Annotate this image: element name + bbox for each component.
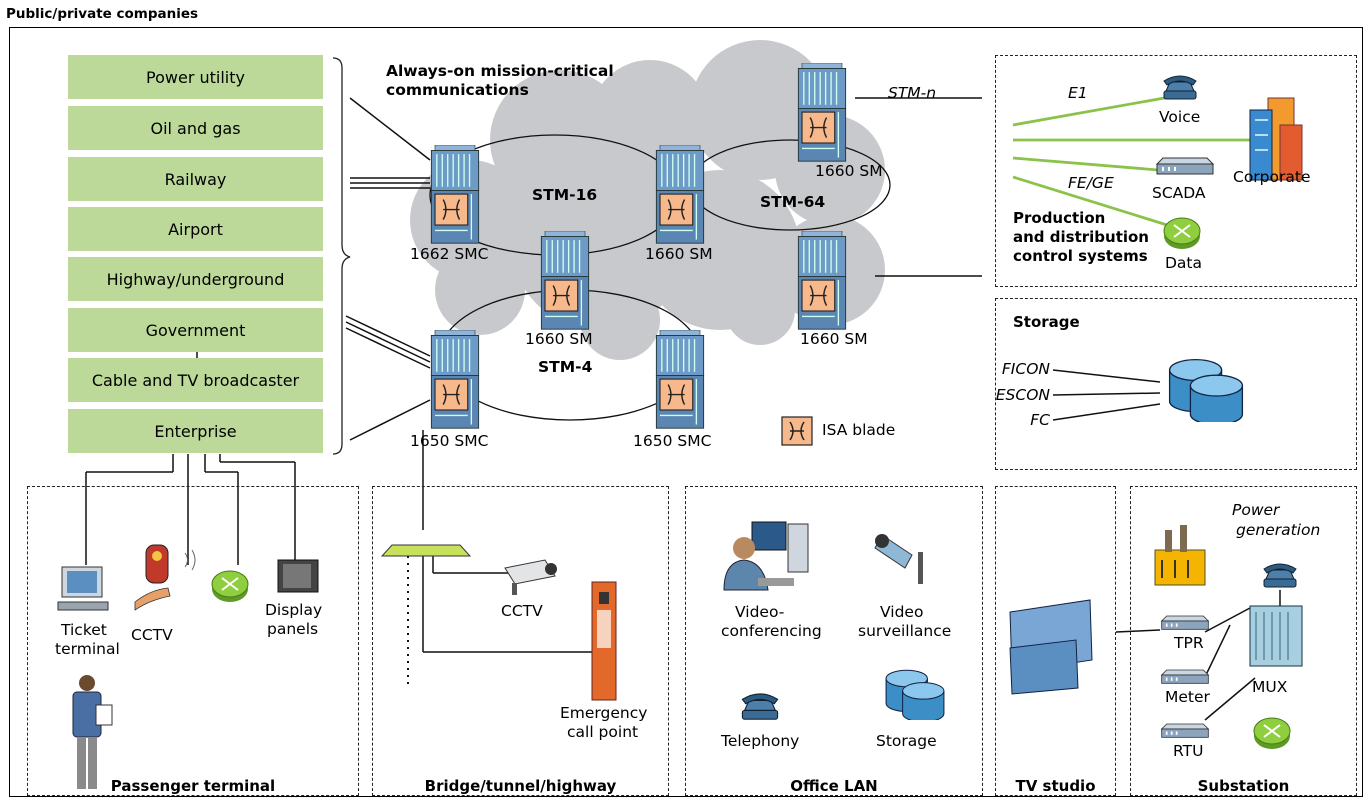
voice-label: Voice [1159, 108, 1201, 126]
production-heading-line1: Production [1013, 209, 1106, 227]
tv-studio-heading: TV studio [1015, 777, 1096, 795]
office-storage-label: Storage [876, 732, 937, 750]
node-1662-smc [430, 145, 480, 244]
sector-power-utility: Power utility [68, 55, 323, 99]
sector-bracket [332, 57, 351, 455]
outer-frame [9, 27, 1363, 797]
node-1660-sm-top [655, 145, 705, 244]
node-1660-sm-right [797, 63, 847, 162]
data-label: Data [1165, 254, 1203, 272]
production-panel [995, 55, 1357, 287]
node-label-1660-sm-mid: 1660 SM [525, 330, 593, 348]
passenger-terminal-panel [27, 486, 359, 796]
page-title: Public/private companies [6, 6, 199, 22]
display-label-line2: panels [267, 620, 319, 638]
scada-label: SCADA [1152, 184, 1206, 202]
telephony-label: Telephony [721, 732, 800, 750]
sector-enterprise: Enterprise [68, 409, 323, 453]
ticket-terminal-icon [57, 566, 109, 611]
substation-heading: Substation [1197, 777, 1290, 795]
meter-label: Meter [1165, 688, 1210, 706]
e1-label: E1 [1068, 84, 1088, 102]
power-generation-icon [1154, 525, 1206, 586]
surveillance-label-line1: Video [880, 603, 924, 621]
ring-label-stm4: STM-4 [538, 358, 593, 376]
ring-label-stm64: STM-64 [760, 193, 826, 211]
bridge-cctv-icon [504, 559, 557, 595]
cctv-camera-icon [134, 544, 196, 611]
node-label-1650-smc-left: 1650 SMC [410, 432, 489, 450]
rtu-label: RTU [1173, 742, 1204, 760]
sector-railway: Railway [68, 157, 323, 201]
videoconferencing-icon [723, 521, 809, 591]
storage-panel [995, 298, 1357, 470]
substation-panel [1130, 486, 1357, 796]
sector-cable-tv-broadcaster: Cable and TV broadcaster [68, 358, 323, 402]
tv-studio-panel [995, 486, 1116, 796]
fege-label: FE/GE [1068, 174, 1114, 192]
node-label-1660-sm-right: 1660 SM [815, 162, 883, 180]
node-1650-smc-right [655, 330, 705, 429]
trunk-lines [85, 97, 1281, 721]
escon-label: ESCON [995, 386, 1050, 404]
sector-government: Government [68, 308, 323, 352]
display-panel-icon [277, 559, 319, 593]
sector-airport: Airport [68, 207, 323, 251]
tv-studio-building-icon [1009, 599, 1093, 695]
storage-lines [1052, 369, 1161, 421]
node-label-1660-sm-far: 1660 SM [800, 330, 868, 348]
mux-label: MUX [1252, 678, 1288, 696]
fc-label: FC [1030, 411, 1050, 429]
sector-highway-underground: Highway/underground [68, 257, 323, 301]
green-links [1012, 95, 1250, 227]
display-label-line1: Display [265, 601, 323, 619]
office-lan-heading: Office LAN [790, 777, 878, 795]
ficon-label: FICON [1001, 360, 1050, 378]
bridge-panel [372, 486, 669, 796]
storage-heading: Storage [1013, 313, 1080, 331]
emergency-label-line1: Emergency [560, 704, 648, 722]
ticket-label-line1: Ticket [61, 621, 107, 639]
node-label-1660-sm-top: 1660 SM [645, 245, 713, 263]
link-label-stmn: STM-n [888, 84, 937, 102]
isa-blade-legend-icon [781, 416, 813, 446]
passenger-terminal-heading: Passenger terminal [110, 777, 276, 795]
videoconf-label-line1: Video- [735, 603, 785, 621]
node-1650-smc-left [430, 330, 480, 429]
power-label-line1: Power [1232, 501, 1280, 519]
emergency-label-line2: call point [567, 723, 639, 741]
production-heading-line2: and distribution [1013, 228, 1149, 246]
power-label-line2: generation [1236, 521, 1321, 539]
node-label-1650-smc-right: 1650 SMC [633, 432, 712, 450]
node-1660-sm-mid [540, 231, 590, 330]
production-heading-line3: control systems [1013, 247, 1148, 265]
surveillance-label-line2: surveillance [858, 622, 952, 640]
tpr-label: TPR [1174, 634, 1204, 652]
mux-device-icon [1249, 605, 1303, 667]
network-heading-line1: Always-on mission-critical [386, 62, 614, 80]
emergency-call-point-icon [591, 581, 617, 701]
node-1660-sm-far [797, 231, 847, 330]
ring-label-stm16: STM-16 [532, 186, 598, 204]
bridge-switch-icon [380, 544, 472, 557]
network-heading-line2: communications [386, 81, 529, 99]
passenger-cctv-label: CCTV [131, 626, 173, 644]
corporate-label: Corporate [1233, 168, 1311, 186]
node-label-1662-smc: 1662 SMC [410, 245, 489, 263]
bridge-cctv-label: CCTV [501, 602, 543, 620]
office-lan-panel [685, 486, 983, 796]
bridge-heading: Bridge/tunnel/highway [424, 777, 617, 795]
person-icon [72, 675, 113, 789]
ticket-label-line2: terminal [55, 640, 120, 658]
corporate-building-icon [1249, 97, 1303, 181]
videoconf-label-line2: conferencing [721, 622, 822, 640]
isa-blade-legend-label: ISA blade [822, 421, 896, 439]
surveillance-camera-icon [874, 534, 923, 584]
sector-oil-and-gas: Oil and gas [68, 106, 323, 150]
